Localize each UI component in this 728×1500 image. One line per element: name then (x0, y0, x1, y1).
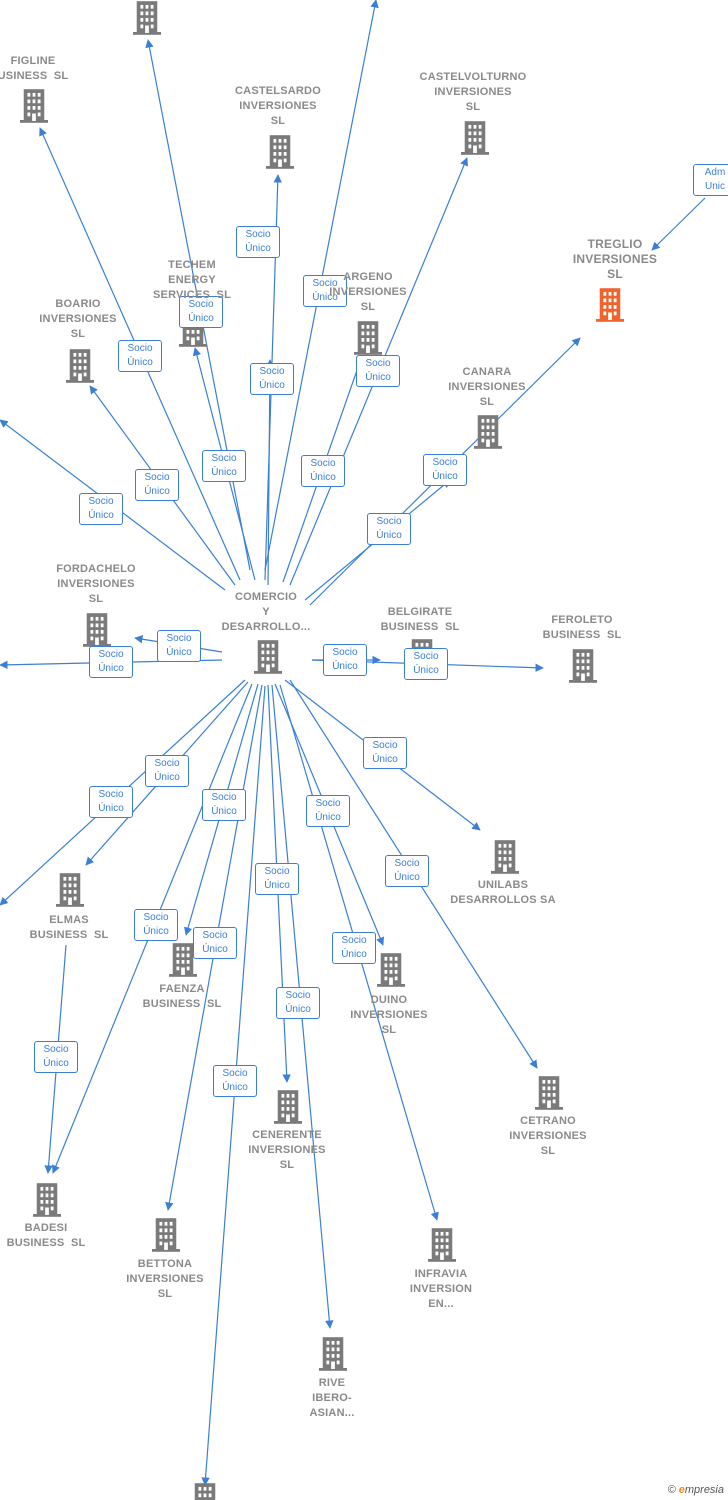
edge-label-top2[interactable]: Socio Único (303, 275, 347, 307)
node-label-center[interactable]: COMERCIO Y DESARROLLO... (221, 591, 311, 633)
edge-label-figline[interactable]: Socio Único (118, 340, 162, 372)
building-icon-castelvolturno[interactable] (461, 121, 489, 155)
brand-initial: e (678, 1484, 685, 1496)
edge-label-bettona[interactable]: Socio Único (193, 927, 237, 959)
building-icon-bettona[interactable] (152, 1218, 180, 1252)
edge-label-belgirate[interactable]: Socio Único (323, 644, 367, 676)
edge-label-treglio[interactable]: Socio Único (423, 454, 467, 486)
node-label-feroleto[interactable]: FEROLETO BUSINESS SL (542, 614, 622, 641)
building-icon-feroleto[interactable] (569, 649, 597, 683)
edge-label-techem[interactable]: Socio Único (202, 450, 246, 482)
node-label-elmas[interactable]: ELMAS BUSINESS SL (29, 914, 109, 941)
node-label-castelvolturno[interactable]: CASTELVOLTURNO INVERSIONES SL (419, 71, 527, 113)
node-label-figline[interactable]: FIGLINE USINESS SL (0, 55, 69, 82)
node-label-duino[interactable]: DUINO INVERSIONES SL (350, 994, 428, 1036)
building-icon-figline[interactable] (20, 89, 48, 123)
edge-label-left1[interactable]: Socio Único (79, 493, 123, 525)
building-icon-canara[interactable] (474, 415, 502, 449)
node-label-canara[interactable]: CANARA INVERSIONES SL (448, 366, 526, 408)
node-label-castelsardo[interactable]: CASTELSARDO INVERSIONES SL (235, 85, 321, 127)
node-label-cenerente[interactable]: CENERENTE INVERSIONES SL (248, 1129, 326, 1171)
edge-label-castelvolturno[interactable]: Socio Único (356, 355, 400, 387)
node-label-treglio[interactable]: TREGLIO INVERSIONES SL (572, 237, 658, 281)
node-label-techem[interactable]: TECHEM ENERGY SERVICES SL (153, 259, 231, 301)
node-label-belgirate[interactable]: BELGIRATE BUSINESS SL (380, 606, 460, 633)
node-label-badesi[interactable]: BADESI BUSINESS SL (6, 1222, 86, 1249)
building-icon-center[interactable] (254, 640, 282, 674)
edge-label-argeno[interactable]: Socio Único (301, 455, 345, 487)
building-icon-duino[interactable] (377, 953, 405, 987)
building-icon-cenerente[interactable] (274, 1090, 302, 1124)
edge-label-unilabs[interactable]: Socio Único (363, 737, 407, 769)
building-icon-rive[interactable] (319, 1337, 347, 1371)
edge-label-infravia[interactable]: Socio Único (332, 932, 376, 964)
building-icon-fordachelo[interactable] (83, 613, 111, 647)
icons-layer (20, 1, 624, 1500)
building-icon-bottom1[interactable] (191, 1483, 219, 1500)
edge-label-bottom1[interactable]: Socio Único (213, 1065, 257, 1097)
building-icon-unilabs[interactable] (491, 840, 519, 874)
edge-label-feroleto[interactable]: Socio Único (404, 648, 448, 680)
building-icon-top1[interactable] (133, 1, 161, 35)
node-label-unilabs[interactable]: UNILABS DESARROLLOS SA (450, 879, 556, 906)
edge-label-boario[interactable]: Socio Único (135, 469, 179, 501)
edge-label-faenza[interactable]: Socio Único (202, 789, 246, 821)
edge-label-cenerente[interactable]: Socio Único (255, 863, 299, 895)
edge-label-badesi[interactable]: Socio Único (134, 909, 178, 941)
edge-label-elmas-badesi[interactable]: Socio Único (34, 1041, 78, 1073)
edge-center-vertical (265, 359, 275, 586)
edges-layer (0, 0, 706, 1486)
building-icon-badesi[interactable] (33, 1183, 61, 1217)
edge-label-treglio-secondary[interactable]: Socio Único (367, 513, 411, 545)
node-label-rive[interactable]: RIVE IBERO- ASIAN... (309, 1377, 355, 1419)
copyright-symbol: © (667, 1484, 676, 1496)
edge-label-admin-treglio[interactable]: Adm Unic (693, 164, 728, 196)
edge-label-cetrano[interactable]: Socio Único (385, 855, 429, 887)
edge-label-left3[interactable]: Socio Único (89, 786, 133, 818)
node-label-bettona[interactable]: BETTONA INVERSIONES SL (126, 1258, 204, 1300)
building-icon-elmas[interactable] (56, 873, 84, 907)
building-icon-infravia[interactable] (428, 1228, 456, 1262)
edge-label-duino[interactable]: Socio Único (306, 795, 350, 827)
edge-label-castelsardo[interactable]: Socio Único (236, 226, 280, 258)
node-label-fordachelo[interactable]: FORDACHELO INVERSIONES SL (56, 563, 136, 605)
building-icon-cetrano[interactable] (535, 1076, 563, 1110)
brand-name: mpresia (684, 1484, 724, 1496)
building-icon-boario[interactable] (66, 349, 94, 383)
footer-brand[interactable]: © empresia (668, 1484, 724, 1496)
node-label-argeno[interactable]: ARGENO INVERSIONES SL (329, 271, 407, 313)
node-label-infravia[interactable]: INFRAVIA INVERSION EN... (409, 1268, 473, 1310)
edge-label-top1[interactable]: Socio Único (179, 296, 223, 328)
building-icon-argeno[interactable] (354, 321, 382, 355)
edge-label-center-vertical[interactable]: Socio Único (250, 363, 294, 395)
building-icon-castelsardo[interactable] (266, 135, 294, 169)
building-icon-treglio[interactable] (596, 288, 624, 322)
edge-admin-treglio (651, 197, 706, 251)
node-label-cetrano[interactable]: CETRANO INVERSIONES SL (509, 1115, 587, 1157)
edge-label-left2[interactable]: Socio Único (89, 646, 133, 678)
node-label-faenza[interactable]: FAENZA BUSINESS SL (142, 983, 222, 1010)
edge-label-rive[interactable]: Socio Único (276, 987, 320, 1019)
node-label-boario[interactable]: BOARIO INVERSIONES SL (39, 298, 117, 340)
edge-label-elmas[interactable]: Socio Único (145, 755, 189, 787)
edge-label-fordachelo[interactable]: Socio Único (157, 630, 201, 662)
